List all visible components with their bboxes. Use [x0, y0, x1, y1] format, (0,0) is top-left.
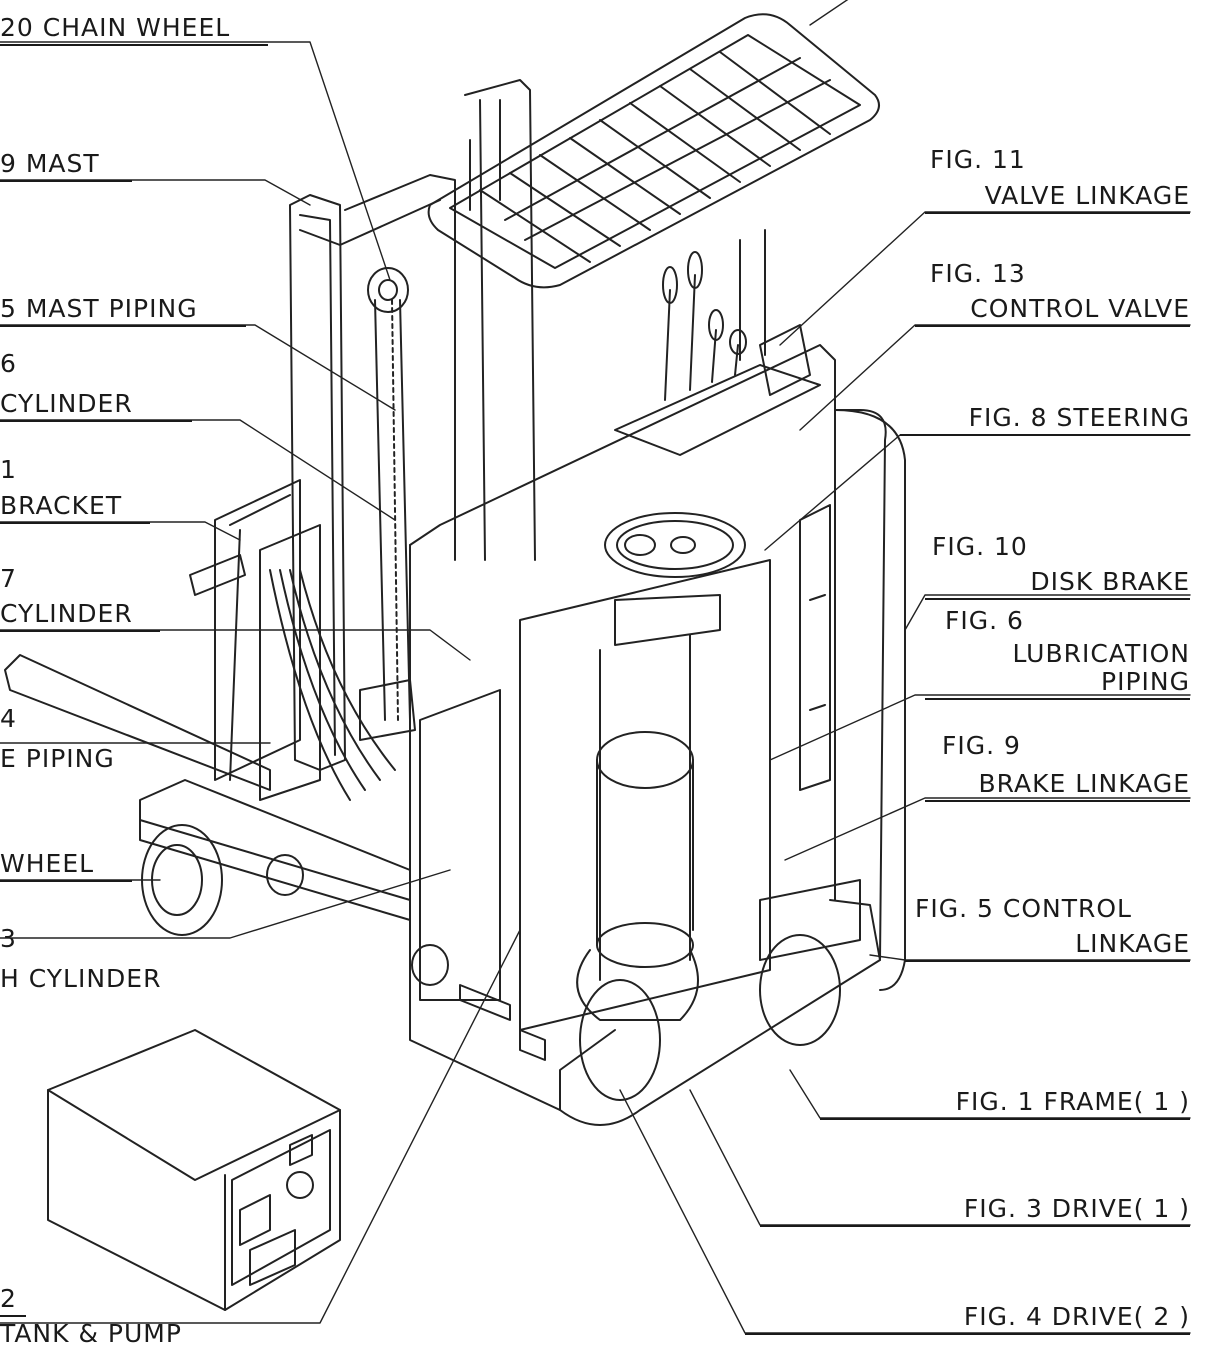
label-e-piping: E PIPING — [0, 744, 115, 773]
fork-carriage — [4, 479, 396, 801]
label-mast: 9 MAST — [0, 150, 132, 182]
label-chain-wheel: 20 CHAIN WHEEL — [0, 14, 268, 46]
label-number-4: 4 — [0, 704, 17, 733]
label-number-3: 3 — [0, 924, 17, 953]
label-fig13-name: CONTROL VALVE — [915, 295, 1190, 327]
label-wheel: WHEEL — [0, 850, 132, 882]
label-fig5-line1: FIG. 5 CONTROL — [915, 894, 1132, 923]
label-number-2: 2 — [0, 1285, 26, 1317]
label-fig8: FIG. 8 STEERING — [900, 404, 1190, 436]
label-fig6-name-line2: PIPING — [925, 668, 1190, 700]
truck-body — [409, 344, 906, 1126]
label-bracket: BRACKET — [0, 492, 150, 524]
label-fig10-name: DISK BRAKE — [925, 568, 1190, 600]
label-number-6: 6 — [0, 349, 17, 378]
label-fig10-number: FIG. 10 — [932, 532, 1028, 561]
label-cylinder-7: CYLINDER — [0, 600, 160, 632]
label-h-cylinder: H CYLINDER — [0, 964, 162, 993]
label-fig4: FIG. 4 DRIVE( 2 ) — [745, 1303, 1190, 1335]
label-fig11-number: FIG. 11 — [930, 145, 1026, 174]
label-fig13-number: FIG. 13 — [930, 259, 1026, 288]
label-fig6-number: FIG. 6 — [945, 606, 1024, 635]
steering-wheel — [604, 512, 746, 646]
chassis — [139, 779, 449, 986]
label-tank-pump: TANK & PUMP — [0, 1319, 182, 1348]
label-fig3: FIG. 3 DRIVE( 1 ) — [760, 1195, 1190, 1227]
label-fig1: FIG. 1 FRAME( 1 ) — [820, 1088, 1190, 1120]
overhead-guard — [427, 13, 880, 361]
control-levers — [614, 251, 821, 456]
label-fig6-name-line1: LUBRICATION — [1012, 639, 1190, 668]
label-fig9-name: BRAKE LINKAGE — [925, 770, 1190, 802]
drive-motor — [519, 559, 861, 1101]
label-fig9-number: FIG. 9 — [942, 731, 1021, 760]
label-fig11-name: VALVE LINKAGE — [925, 182, 1190, 214]
label-number-1: 1 — [0, 455, 17, 484]
label-cylinder-6: CYLINDER — [0, 390, 192, 422]
label-fig5-line2: LINKAGE — [905, 930, 1190, 962]
label-number-7: 7 — [0, 564, 17, 593]
mast — [289, 79, 536, 771]
control-box — [47, 1029, 341, 1311]
label-mast-piping: 5 MAST PIPING — [0, 295, 246, 327]
